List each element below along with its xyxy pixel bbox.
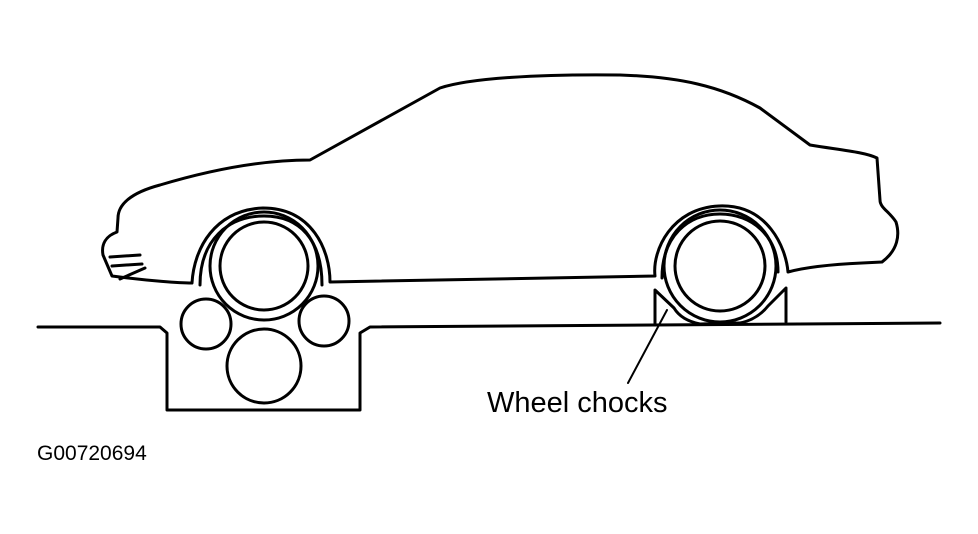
dyno-roller-left (179, 297, 233, 351)
wheel-chock-base (698, 321, 742, 326)
dyno-roller-right (297, 294, 351, 348)
front-grille-detail (108, 253, 147, 281)
floor-with-pit (36, 321, 942, 412)
rear-wheel-rim (673, 219, 767, 313)
front-wheel-tire (208, 210, 320, 322)
dyno-roller-center (225, 327, 303, 405)
car-body-outline (101, 73, 900, 285)
wheel-chocks-label: Wheel chocks (487, 387, 668, 419)
wheel-chock-rear (738, 286, 788, 325)
wheel-chock-front (653, 288, 702, 327)
wheel-chocks-leader-line (627, 309, 668, 384)
front-wheel-rim (218, 220, 310, 312)
rear-wheel-tire (662, 208, 778, 324)
figure-code-label: G00720694 (37, 442, 147, 465)
